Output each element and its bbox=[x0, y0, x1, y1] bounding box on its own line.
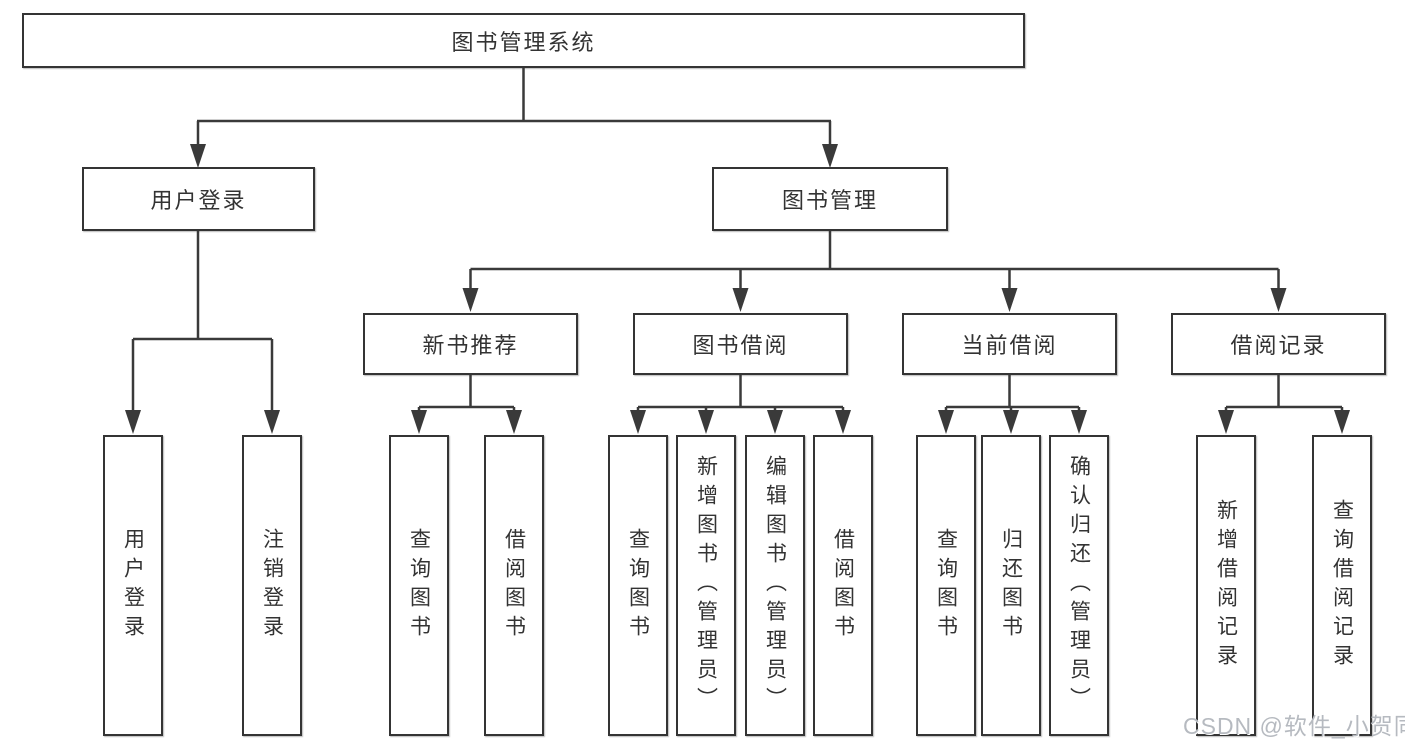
leaf-logout-login: 注销登录 bbox=[242, 435, 302, 736]
node-book-borrow: 图书借阅 bbox=[633, 313, 848, 375]
leaf-query-books-current: 查询图书 bbox=[916, 435, 976, 736]
arrow-icon bbox=[698, 410, 714, 434]
connector-new-book-subtree bbox=[417, 375, 516, 416]
node-root-label: 图书管理系统 bbox=[451, 29, 596, 55]
leaf-borrow-books-label: 借阅图书 bbox=[831, 527, 855, 644]
arrow-icon bbox=[1334, 410, 1350, 434]
leaf-borrow-books: 借阅图书 bbox=[813, 435, 873, 736]
arrow-icon bbox=[732, 288, 749, 312]
leaf-borrow-books-newrec: 借阅图书 bbox=[484, 435, 544, 736]
connector-root-to-level2 bbox=[196, 68, 832, 150]
node-current-borrow: 当前借阅 bbox=[902, 313, 1117, 375]
node-current-borrow-label: 当前借阅 bbox=[961, 333, 1058, 358]
leaf-add-books-admin: 新增图书（管理员） bbox=[676, 435, 736, 736]
leaf-add-borrow-record-label: 新增借阅记录 bbox=[1214, 498, 1238, 673]
node-root: 图书管理系统 bbox=[22, 13, 1025, 68]
arrow-icon bbox=[938, 410, 954, 434]
node-borrow-records: 借阅记录 bbox=[1171, 313, 1386, 375]
arrow-icon bbox=[190, 144, 206, 168]
leaf-return-books: 归还图书 bbox=[981, 435, 1041, 736]
leaf-user-login-label: 用户登录 bbox=[121, 527, 145, 644]
node-book-management: 图书管理 bbox=[712, 167, 948, 231]
arrow-icon bbox=[1071, 410, 1087, 434]
leaf-query-books-newrec-label: 查询图书 bbox=[407, 527, 431, 644]
node-book-borrow-label: 图书借阅 bbox=[692, 333, 789, 358]
arrow-icon bbox=[822, 144, 838, 168]
leaf-add-borrow-record: 新增借阅记录 bbox=[1196, 435, 1256, 736]
arrow-icon bbox=[264, 410, 280, 434]
leaf-query-borrow-record-label: 查询借阅记录 bbox=[1330, 498, 1354, 673]
arrow-icon bbox=[1001, 288, 1018, 312]
arrow-icon bbox=[1218, 410, 1234, 434]
watermark: CSDN @软件_小贺同学 bbox=[1183, 713, 1405, 739]
leaf-query-books-newrec: 查询图书 bbox=[389, 435, 449, 736]
leaf-return-books-label: 归还图书 bbox=[999, 527, 1023, 644]
arrow-icon bbox=[506, 410, 522, 434]
leaf-borrow-books-newrec-label: 借阅图书 bbox=[502, 527, 526, 644]
connector-borrow-records-subtree bbox=[1224, 375, 1344, 416]
leaf-confirm-return-admin: 确认归还（管理员） bbox=[1049, 435, 1109, 736]
arrow-icon bbox=[835, 410, 851, 434]
node-user-login: 用户登录 bbox=[82, 167, 315, 231]
arrow-icon bbox=[125, 410, 141, 434]
connector-current-borrow-subtree bbox=[944, 375, 1081, 416]
leaf-query-books-current-label: 查询图书 bbox=[934, 527, 958, 644]
node-borrow-records-label: 借阅记录 bbox=[1230, 333, 1327, 358]
leaf-edit-books-admin: 编辑图书（管理员） bbox=[745, 435, 805, 736]
leaf-user-login: 用户登录 bbox=[103, 435, 163, 736]
leaf-logout-login-label: 注销登录 bbox=[260, 527, 284, 644]
node-new-book-recommend-label: 新书推荐 bbox=[422, 333, 519, 358]
node-user-login-label: 用户登录 bbox=[150, 188, 247, 213]
node-new-book-recommend: 新书推荐 bbox=[363, 313, 578, 375]
connector-user-login-subtree bbox=[131, 231, 274, 416]
leaf-query-borrow-record: 查询借阅记录 bbox=[1312, 435, 1372, 736]
node-book-management-label: 图书管理 bbox=[781, 188, 878, 213]
leaf-add-books-admin-label: 新增图书（管理员） bbox=[694, 455, 718, 716]
arrow-icon bbox=[1003, 410, 1019, 434]
arrow-icon bbox=[767, 410, 783, 434]
leaf-edit-books-admin-label: 编辑图书（管理员） bbox=[763, 455, 787, 716]
arrow-icon bbox=[411, 410, 427, 434]
leaf-query-books-borrow: 查询图书 bbox=[608, 435, 668, 736]
leaf-query-books-borrow-label: 查询图书 bbox=[626, 527, 650, 644]
arrow-icon bbox=[462, 288, 479, 312]
leaf-confirm-return-admin-label: 确认归还（管理员） bbox=[1067, 455, 1091, 716]
arrow-icon bbox=[1270, 288, 1287, 312]
arrow-icon bbox=[630, 410, 646, 434]
connector-book-borrow-subtree bbox=[636, 375, 845, 416]
connector-book-mgmt-to-level3 bbox=[469, 231, 1280, 294]
